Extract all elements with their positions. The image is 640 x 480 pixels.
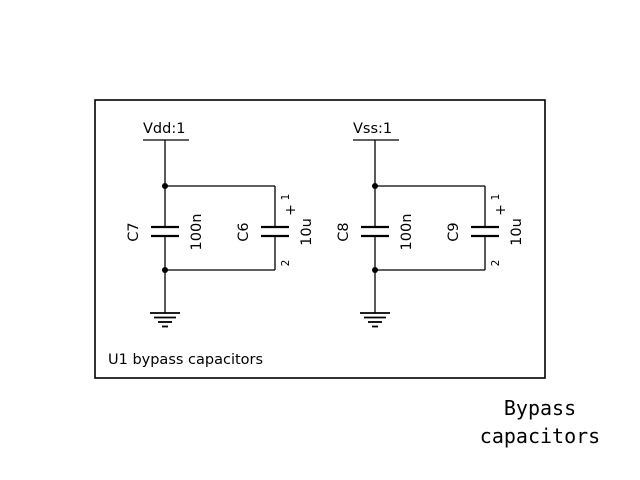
capacitor-c9[interactable]: 1 + 2 C9 10u	[446, 186, 525, 270]
net-vdd-label: Vdd:1	[143, 121, 185, 137]
title-line-1: Bypass	[504, 396, 576, 420]
polarity-plus-sign: +	[283, 204, 299, 216]
pin-number-top: 1	[280, 194, 292, 201]
capacitor-c8[interactable]: C8 100n	[336, 186, 415, 270]
refdes-c6: C6	[236, 222, 252, 241]
wire-top-rail-left[interactable]	[162, 183, 275, 189]
polarity-plus-sign: +	[493, 204, 509, 216]
pin-number-bottom: 2	[280, 260, 292, 267]
net-vss-label: Vss:1	[353, 121, 392, 137]
wire-top-rail-right[interactable]	[372, 183, 485, 189]
ground-symbol-right[interactable]	[360, 312, 390, 328]
schematic-frame	[94, 99, 546, 379]
pin-number-bottom: 2	[490, 260, 502, 267]
capacitor-c7[interactable]: C7 100n	[126, 186, 205, 270]
refdes-c8: C8	[336, 222, 352, 241]
value-c9: 10u	[509, 218, 525, 246]
net-vdd[interactable]: Vdd:1	[143, 121, 189, 186]
title-block[interactable]: Bypass capacitors	[480, 396, 600, 448]
value-c6: 10u	[299, 218, 315, 246]
refdes-c9: C9	[446, 222, 462, 241]
refdes-c7: C7	[126, 222, 142, 241]
value-c8: 100n	[399, 214, 415, 251]
value-c7: 100n	[189, 214, 205, 251]
capacitor-c6[interactable]: 1 + 2 C6 10u	[236, 186, 315, 270]
wire-bottom-rail-right[interactable]	[372, 267, 485, 313]
title-line-2: capacitors	[480, 424, 600, 448]
sheet-caption[interactable]: U1 bypass capacitors	[108, 352, 263, 368]
net-vss[interactable]: Vss:1	[353, 121, 399, 186]
wire-bottom-rail-left[interactable]	[162, 267, 275, 313]
ground-symbol-left[interactable]	[150, 312, 180, 328]
pin-number-top: 1	[490, 194, 502, 201]
